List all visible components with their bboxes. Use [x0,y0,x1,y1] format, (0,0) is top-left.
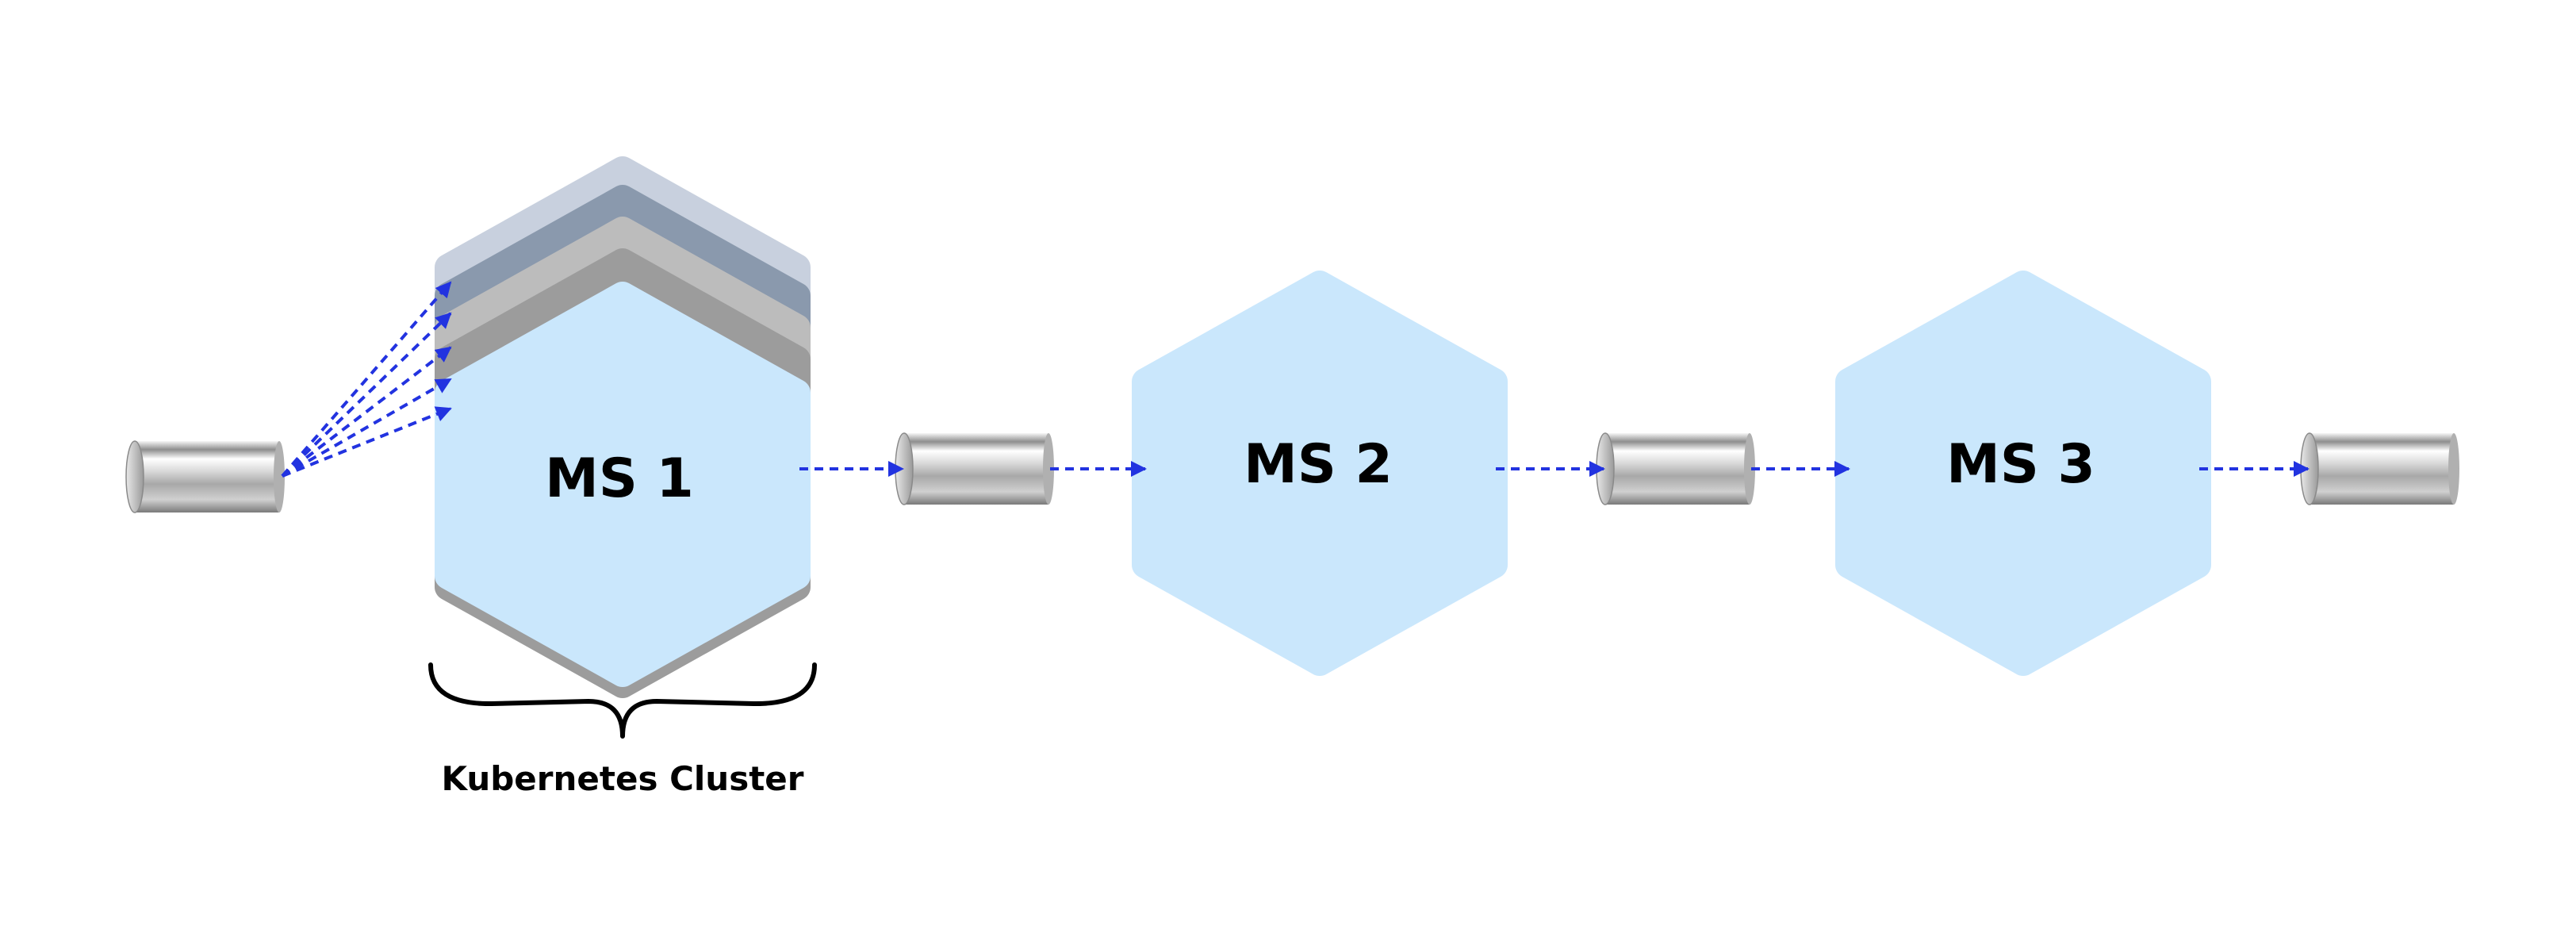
ms3-hexagon [1835,271,2211,676]
queue-output-cylinder [2300,432,2459,505]
fan-out-arrows [281,281,452,478]
queue-input-cylinder [125,440,285,513]
fan-arrow-4 [282,378,452,478]
fan-arrow-1 [281,281,452,478]
ms2-node: MS 2 [1132,271,1508,676]
queue-ms1-ms2-cylinder [895,432,1054,505]
ms1-node: MS 1 [435,282,811,687]
ms3-label: MS 3 [1946,433,2095,496]
fan-arrow-5 [282,406,452,478]
cluster-label: Kubernetes Cluster [442,759,804,798]
ms2-label: MS 2 [1244,433,1393,496]
ms1-label: MS 1 [545,447,694,510]
fan-arrow-2 [281,312,452,478]
fan-arrow-3 [281,346,452,478]
queue-ms2-ms3-cylinder [1596,432,1755,505]
cluster-brace [428,662,817,739]
ms3-node: MS 3 [1835,271,2211,676]
ms2-hexagon [1132,271,1508,676]
